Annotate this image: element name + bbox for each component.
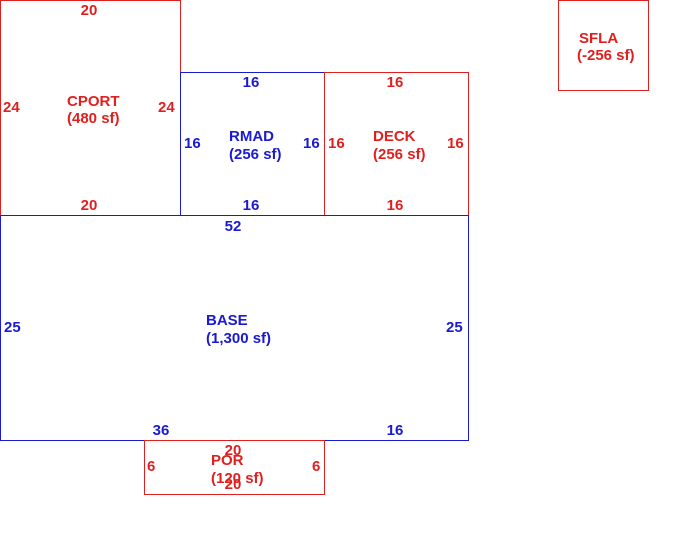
rmad-area: RMAD (256 sf) 16 16 16 16 bbox=[180, 72, 325, 216]
por-name: POR bbox=[211, 452, 244, 469]
por-dim-left: 6 bbox=[147, 458, 155, 475]
deck-dim-left: 16 bbox=[328, 135, 345, 152]
deck-area-value: (256 sf) bbox=[373, 146, 426, 163]
deck-dim-bottom: 16 bbox=[387, 197, 404, 214]
rmad-dim-bottom: 16 bbox=[243, 197, 260, 214]
base-dim-left: 25 bbox=[4, 319, 21, 336]
cport-area: CPORT (480 sf) 20 20 24 24 bbox=[0, 0, 181, 216]
por-dim-top: 20 bbox=[225, 442, 242, 459]
por-area-value: (120 sf) bbox=[211, 470, 264, 487]
deck-area: DECK (256 sf) 16 16 16 16 bbox=[324, 72, 469, 216]
cport-name: CPORT bbox=[67, 93, 120, 110]
cport-dim-right: 24 bbox=[158, 99, 175, 116]
rmad-dim-left: 16 bbox=[184, 135, 201, 152]
sfla-area-value: (-256 sf) bbox=[577, 47, 635, 64]
deck-dim-top: 16 bbox=[387, 74, 404, 91]
sfla-name: SFLA bbox=[579, 30, 618, 47]
deck-name: DECK bbox=[373, 128, 416, 145]
base-dim-bottom-right: 16 bbox=[387, 422, 404, 439]
cport-dim-top: 20 bbox=[81, 2, 98, 19]
base-dim-top: 52 bbox=[225, 218, 242, 235]
por-dim-right: 6 bbox=[312, 458, 320, 475]
base-dim-right: 25 bbox=[446, 319, 463, 336]
sfla-outline bbox=[558, 0, 649, 91]
rmad-name: RMAD bbox=[229, 128, 274, 145]
cport-dim-bottom: 20 bbox=[81, 197, 98, 214]
base-name: BASE bbox=[206, 312, 248, 329]
deck-dim-right: 16 bbox=[447, 135, 464, 152]
rmad-dim-top: 16 bbox=[243, 74, 260, 91]
cport-dim-left: 24 bbox=[3, 99, 20, 116]
por-dim-bottom: 20 bbox=[225, 476, 242, 493]
rmad-dim-right: 16 bbox=[303, 135, 320, 152]
por-outline bbox=[144, 440, 325, 495]
sfla-area: SFLA (-256 sf) bbox=[558, 0, 649, 91]
base-dim-bottom-left: 36 bbox=[153, 422, 170, 439]
por-area: POR (120 sf) 20 20 6 6 bbox=[144, 440, 325, 495]
base-area-value: (1,300 sf) bbox=[206, 330, 271, 347]
cport-area-value: (480 sf) bbox=[67, 110, 120, 127]
rmad-area-value: (256 sf) bbox=[229, 146, 282, 163]
base-area: BASE (1,300 sf) 52 36 16 25 25 bbox=[0, 215, 469, 441]
